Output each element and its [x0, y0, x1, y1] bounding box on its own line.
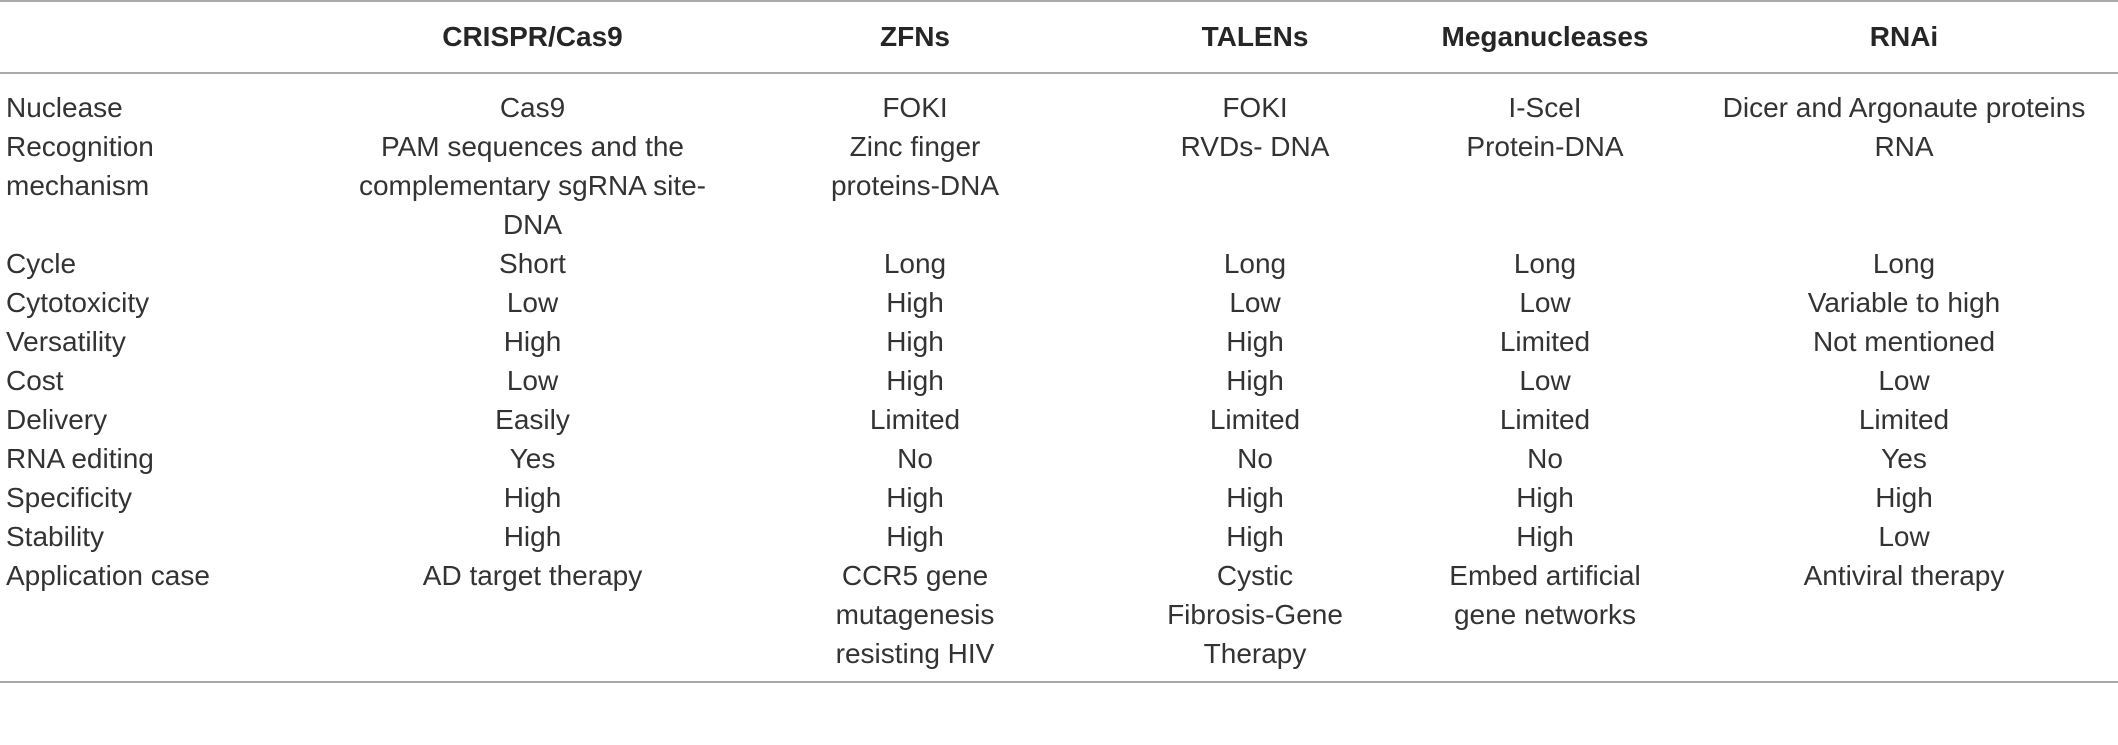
- table-cell: Cas9: [499, 92, 566, 123]
- table-cell: High: [1516, 521, 1574, 552]
- table-cell: High: [1226, 326, 1284, 357]
- table-cell: Limited: [869, 404, 961, 435]
- table-cell: High: [1516, 482, 1574, 513]
- table-cell: Low: [506, 365, 559, 396]
- table-cell: Limited: [1858, 404, 1950, 435]
- row-label: Cytotoxicity: [6, 287, 150, 318]
- table-body: Nuclease Cas9 FOKI FOKI I-SceI Dicer and…: [0, 73, 2118, 683]
- table-cell: Variable to high: [1807, 287, 2001, 318]
- row-label: Specificity: [6, 482, 133, 513]
- table-cell: High: [886, 326, 944, 357]
- table-cell: High: [886, 482, 944, 513]
- table-cell: Not mentioned: [1812, 326, 1996, 357]
- table-cell: Low: [1519, 365, 1571, 396]
- table-cell: Zinc finger proteins-DNA: [830, 131, 1000, 201]
- table-cell: Long: [883, 248, 947, 279]
- table-cell: Easily: [495, 404, 570, 435]
- table-cell: No: [1527, 443, 1563, 474]
- table-cell: FOKI: [1222, 92, 1288, 123]
- table-cell: High: [886, 365, 944, 396]
- table-cell: Yes: [509, 443, 556, 474]
- row-label: RNA editing: [6, 443, 154, 474]
- table-cell: High: [1875, 482, 1933, 513]
- table-row-recognition-mechanism: Recognition mechanism PAM sequences and …: [0, 127, 2118, 244]
- table-row-cost: Cost Low High High Low Low: [0, 361, 2118, 400]
- table-cell: High: [503, 521, 562, 552]
- table-cell: Yes: [1881, 443, 1927, 474]
- comparison-table: CRISPR/Cas9 ZFNs TALENs Meganucleases RN…: [0, 0, 2118, 683]
- table-cell: Long: [1513, 248, 1577, 279]
- table-cell: Limited: [1209, 404, 1301, 435]
- table-row-nuclease: Nuclease Cas9 FOKI FOKI I-SceI Dicer and…: [0, 73, 2118, 127]
- table-row-delivery: Delivery Easily Limited Limited Limited …: [0, 400, 2118, 439]
- table-cell: AD target therapy: [345, 556, 720, 683]
- table-cell: RVDs- DNA: [1180, 131, 1330, 162]
- table-cell: RNA: [1874, 131, 1934, 162]
- table-cell: Low: [1229, 287, 1281, 318]
- header-cell-empty: [0, 0, 345, 74]
- table-cell: High: [503, 482, 562, 513]
- table-cell: I-SceI: [1508, 92, 1582, 123]
- row-label: Application case: [0, 556, 345, 683]
- header-cell-meganucleases: Meganucleases: [1400, 0, 1690, 74]
- table-cell: Low: [506, 287, 559, 318]
- table-header: CRISPR/Cas9 ZFNs TALENs Meganucleases RN…: [0, 0, 2118, 74]
- table-cell: No: [897, 443, 933, 474]
- table-cell: No: [1237, 443, 1273, 474]
- table-cell: High: [503, 326, 562, 357]
- table-cell: Limited: [1499, 404, 1591, 435]
- table-cell: Dicer and Argonaute proteins: [1722, 92, 2086, 123]
- table-cell: Long: [1872, 248, 1936, 279]
- row-label: Recognition mechanism: [6, 131, 154, 201]
- table-cell: FOKI: [882, 92, 948, 123]
- table-cell: Low: [1519, 287, 1571, 318]
- row-label: Cost: [6, 365, 64, 396]
- header-cell-rnai: RNAi: [1690, 0, 2118, 74]
- table-row-specificity: Specificity High High High High High: [0, 478, 2118, 517]
- row-label: Versatility: [6, 326, 126, 357]
- row-label: Cycle: [6, 248, 77, 279]
- header-cell-zfns: ZFNs: [720, 0, 1110, 74]
- table-cell: Low: [1878, 365, 1930, 396]
- table-row-versatility: Versatility High High High Limited Not m…: [0, 322, 2118, 361]
- header-row: CRISPR/Cas9 ZFNs TALENs Meganucleases RN…: [0, 0, 2118, 74]
- table-row-cytotoxicity: Cytotoxicity Low High Low Low Variable t…: [0, 283, 2118, 322]
- header-cell-crispr-cas9: CRISPR/Cas9: [345, 0, 720, 74]
- table-cell: High: [1226, 482, 1284, 513]
- table-cell: Cystic Fibrosis-Gene Therapy: [1110, 556, 1400, 683]
- table-row-application-case: Application case AD target therapy CCR5 …: [0, 556, 2118, 683]
- row-label: Delivery: [6, 404, 108, 435]
- table-cell: Low: [1878, 521, 1930, 552]
- table-cell: High: [1226, 521, 1284, 552]
- table-row-rna-editing: RNA editing Yes No No No Yes: [0, 439, 2118, 478]
- table-cell: Long: [1223, 248, 1287, 279]
- table-cell: Limited: [1499, 326, 1591, 357]
- table-cell: PAM sequences and the complementary sgRN…: [358, 131, 706, 240]
- table-row-stability: Stability High High High High Low: [0, 517, 2118, 556]
- table-row-cycle: Cycle Short Long Long Long Long: [0, 244, 2118, 283]
- table-cell: Antiviral therapy: [1690, 556, 2118, 683]
- row-label: Nuclease: [6, 92, 123, 123]
- table-cell: High: [886, 521, 944, 552]
- table-cell: Embed artificial gene networks: [1400, 556, 1690, 683]
- table-cell: High: [1226, 365, 1284, 396]
- table-cell: Protein-DNA: [1466, 131, 1624, 162]
- table-cell: Short: [499, 248, 566, 279]
- header-cell-talens: TALENs: [1110, 0, 1400, 74]
- table-cell: High: [886, 287, 944, 318]
- table-cell: CCR5 gene mutagenesis resisting HIV: [720, 556, 1110, 683]
- row-label: Stability: [6, 521, 105, 552]
- comparison-table-container: CRISPR/Cas9 ZFNs TALENs Meganucleases RN…: [0, 0, 2118, 683]
